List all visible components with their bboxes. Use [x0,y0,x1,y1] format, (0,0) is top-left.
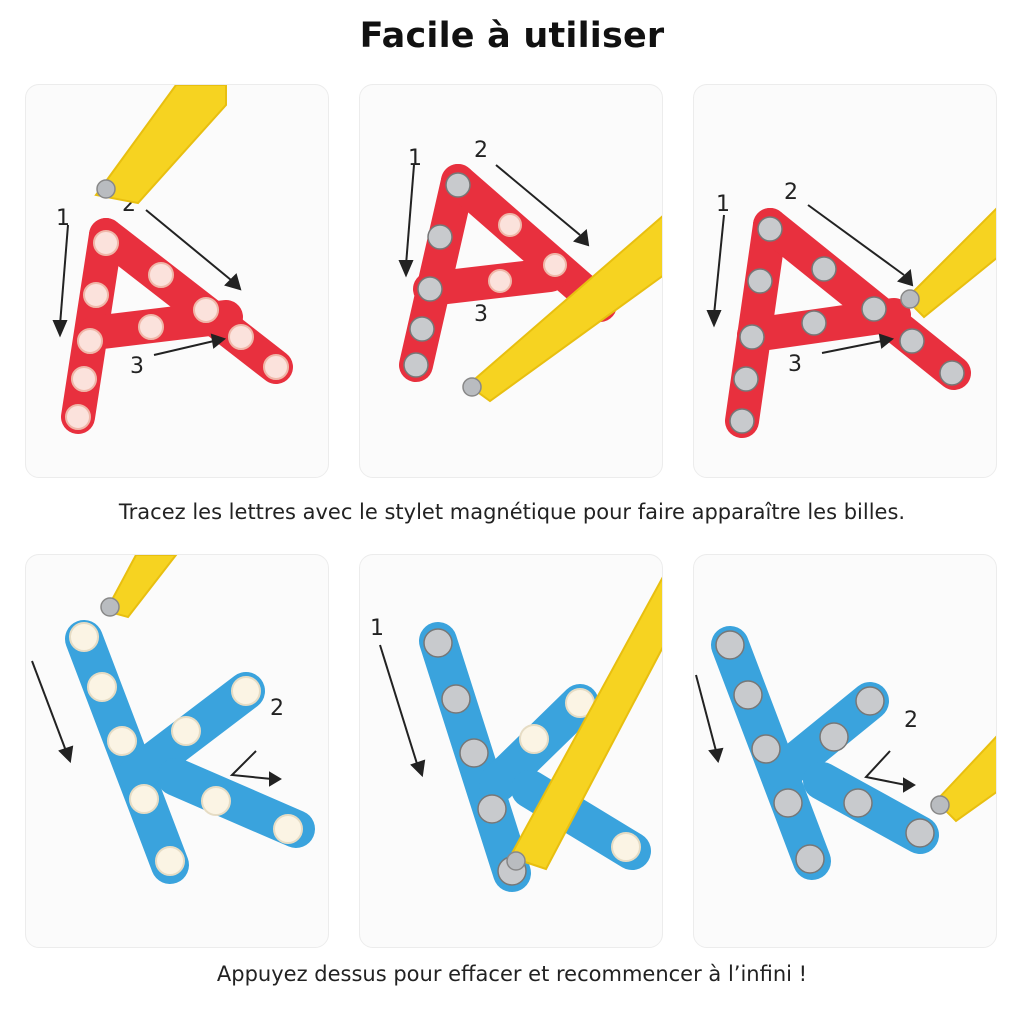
caption-trace: Tracez les lettres avec le stylet magnét… [118,500,906,524]
svg-text:1: 1 [56,206,70,231]
svg-text:2: 2 [784,180,798,205]
letter-a-empty-illustration: 1 2 3 [52,85,293,434]
magnetic-stylus-icon [900,207,996,319]
magnetic-stylus-icon [930,735,996,823]
svg-text:3: 3 [788,352,802,377]
letter-a-filled-illustration: 1 2 3 [706,180,996,438]
step-panel-a-3: 1 2 3 [693,84,997,478]
caption-erase: Appuyez dessus pour effacer et recommenc… [216,962,808,986]
letter-k-tracing-illustration: 1 [370,576,662,892]
letter-a-tracing-illustration: 1 2 3 [398,138,662,403]
svg-text:2: 2 [474,138,488,163]
page-title: Facile à utiliser [359,16,665,56]
svg-text:1: 1 [716,192,730,217]
letter-k-empty-illustration: 2 [31,555,315,884]
magnetic-stylus-icon [100,555,178,619]
svg-text:1: 1 [370,616,384,641]
step-panel-k-1: 2 [25,554,329,948]
svg-text:3: 3 [130,354,144,379]
svg-text:1: 1 [408,146,422,171]
step-panel-k-2: 1 [359,554,663,948]
svg-text:2: 2 [270,696,284,721]
magnetic-stylus-icon [506,576,662,871]
step-panel-k-3: 2 [693,554,997,948]
magnetic-stylus-icon [94,85,227,205]
magnetic-stylus-icon [462,215,662,403]
svg-text:2: 2 [904,708,918,733]
letter-k-filled-illustration: 2 [695,626,996,880]
step-panel-a-1: 1 2 3 [25,84,329,478]
svg-text:3: 3 [474,302,488,327]
step-panel-a-2: 1 2 3 [359,84,663,478]
